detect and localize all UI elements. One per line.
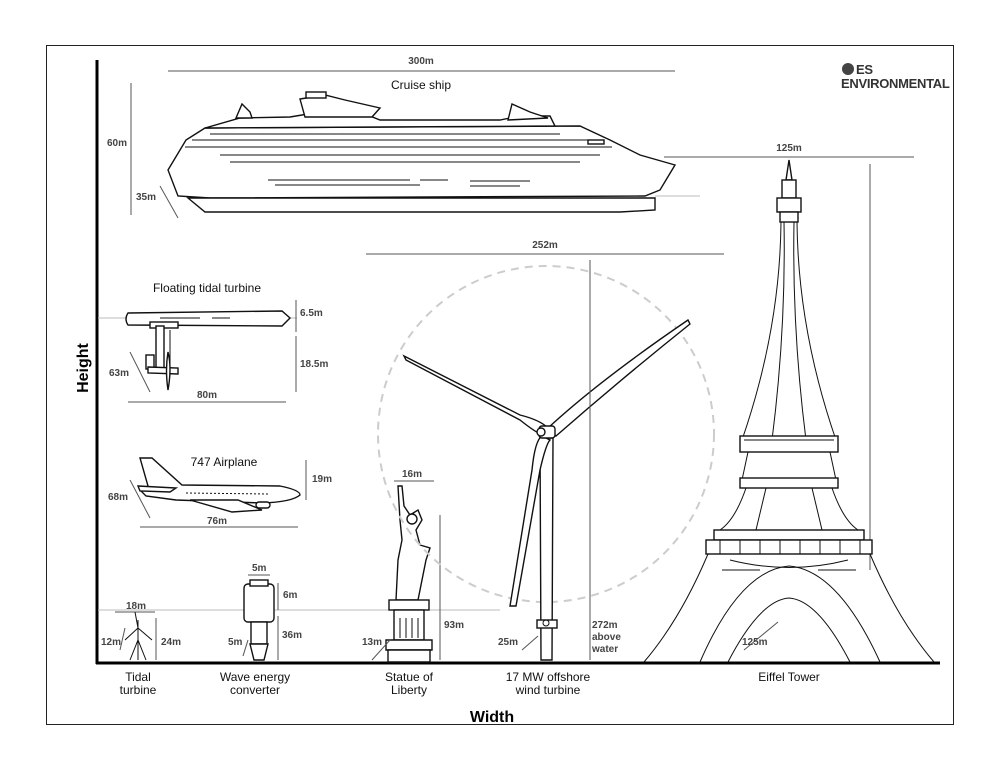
cruise-ship: 300m Cruise ship 60m 35m: [107, 56, 700, 219]
wind-turbine-height-line2: above: [592, 632, 621, 643]
globe-icon: [842, 63, 854, 75]
wave-converter-base: 5m: [228, 637, 243, 648]
rotor-sweep-circle: [377, 265, 715, 603]
tidal-turbine: 18m 12m 24m Tidal turbine: [98, 601, 500, 697]
statue-of-liberty: 16m 93m 13m Statue of Liberty: [362, 469, 464, 697]
wind-turbine-label-line2: wind turbine: [515, 683, 581, 697]
diagram-frame: [46, 45, 954, 725]
airplane-wingspan: 68m: [108, 492, 128, 503]
logo-line2: ENVIRONMENTAL: [841, 76, 950, 91]
statue-height: 93m: [444, 620, 464, 631]
x-axis-label: Width: [470, 709, 514, 726]
floating-tidal-turbine: Floating tidal turbine 6.5m 18.5m 63m 80…: [98, 281, 328, 403]
floating-tidal-name: Floating tidal turbine: [153, 281, 261, 295]
wave-converter-height: 36m: [282, 630, 302, 641]
tidal-turbine-width: 18m: [126, 601, 146, 612]
eiffel-top-width: 125m: [776, 143, 802, 154]
wind-turbine-base: 25m: [498, 637, 518, 648]
offshore-wind-turbine: 252m 272m above water 25m 17 MW offshore…: [366, 240, 724, 697]
floating-tidal-depth: 18.5m: [300, 359, 328, 370]
floating-tidal-length: 80m: [197, 390, 217, 401]
floating-tidal-top: 6.5m: [300, 308, 323, 319]
tidal-turbine-height: 24m: [161, 637, 181, 648]
wind-turbine-label-line1: 17 MW offshore: [506, 670, 591, 684]
eiffel-base: 125m: [742, 637, 768, 648]
cruise-ship-name: Cruise ship: [391, 78, 451, 92]
airplane-height: 19m: [312, 474, 332, 485]
wind-turbine-height-line1: 272m: [592, 620, 618, 631]
wave-converter-label-line1: Wave energy: [220, 670, 290, 684]
tidal-turbine-label-line1: Tidal: [125, 670, 151, 684]
wind-turbine-height-line3: water: [591, 644, 618, 655]
wave-converter-top-width: 5m: [252, 563, 267, 574]
statue-base: 13m: [362, 637, 382, 648]
tidal-turbine-label-line2: turbine: [120, 683, 157, 697]
tidal-turbine-depth: 12m: [101, 637, 121, 648]
airplane-747: 747 Airplane 19m 68m 76m: [108, 455, 332, 528]
eiffel-tower: 125m 125m Eiffel Tower: [643, 143, 935, 684]
y-axis-label: Height: [75, 342, 92, 392]
airplane-name: 747 Airplane: [191, 455, 258, 469]
logo-line1: ES: [856, 62, 873, 77]
wind-turbine-rotor: 252m: [532, 240, 558, 251]
cruise-ship-height: 60m: [107, 138, 127, 149]
floating-tidal-diagonal: 63m: [109, 368, 129, 379]
cruise-ship-draft: 35m: [136, 192, 156, 203]
es-environmental-logo: ES ENVIRONMENTAL: [841, 62, 950, 91]
wave-converter-label-line2: converter: [230, 683, 280, 697]
statue-label-line2: Liberty: [391, 683, 427, 697]
statue-label-line1: Statue of: [385, 670, 434, 684]
eiffel-label: Eiffel Tower: [758, 670, 820, 684]
wave-energy-converter: 5m 6m 36m 5m Wave energy converter: [220, 563, 302, 697]
cruise-ship-length: 300m: [408, 56, 434, 67]
statue-width: 16m: [402, 469, 422, 480]
airplane-length: 76m: [207, 516, 227, 527]
wave-converter-top-height: 6m: [283, 590, 298, 601]
